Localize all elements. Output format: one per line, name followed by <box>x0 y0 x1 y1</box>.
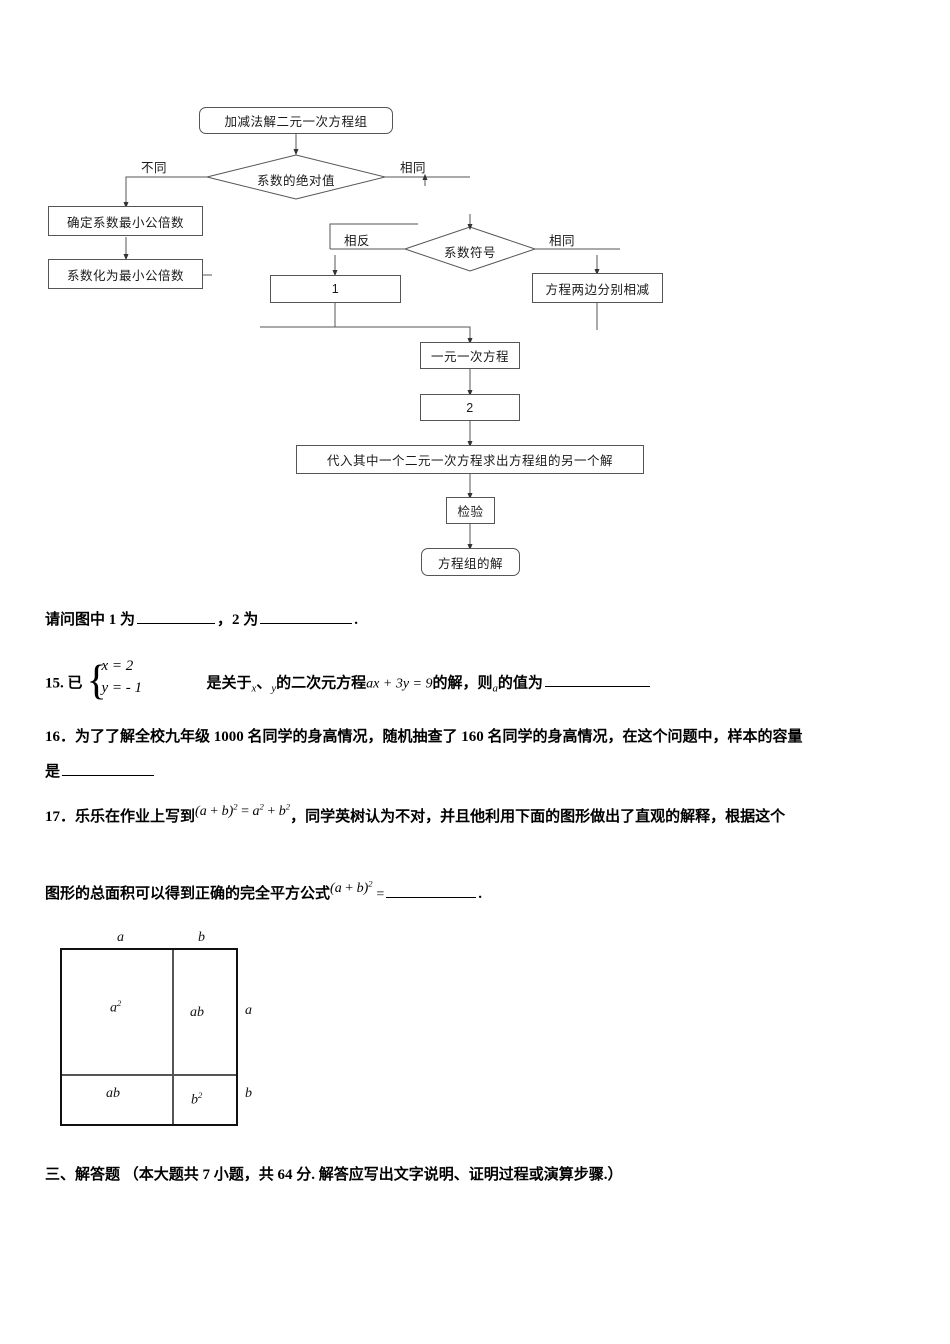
q17-line-1-pre: 乐乐在作业上写到 <box>75 809 196 825</box>
question-16-answer-line: 是 <box>45 760 156 781</box>
prompt-blank-1[interactable] <box>137 608 216 624</box>
q15-sys-row-1: x = 2 <box>101 658 134 674</box>
flowchart-box-blank-2: 2 <box>420 394 520 421</box>
figure-vertical-divider <box>172 950 174 1124</box>
figure-cell-ab-bottom: ab <box>106 1086 120 1101</box>
figure-cell-a-squared: a2 <box>110 998 122 1016</box>
q16-number: 16． <box>45 729 76 745</box>
prompt-pre: 请问图中 1 为 <box>45 612 136 628</box>
figure-right-label-a: a <box>245 1003 252 1018</box>
flowchart-branch-label-same-1: 相同 <box>400 161 427 175</box>
q17-line-2-pre: 图形的总面积可以得到正确的完全平方公式 <box>45 886 331 902</box>
prompt-blank-2[interactable] <box>260 608 353 624</box>
q17-line-2-post: . <box>478 886 483 902</box>
q15-sys-row-2: y = - 1 <box>101 680 143 696</box>
q17-line-1-post: ，同学英树认为不对，并且他利用下面的图形做出了直观的解释，根据这个 <box>290 809 786 825</box>
q15-var-x: x <box>251 682 257 695</box>
q15-number: 15. <box>45 675 64 692</box>
flowchart-box-blank-1: 1 <box>270 275 401 303</box>
flowchart-box-subtract-both-sides: 方程两边分别相减 <box>532 273 663 303</box>
flowchart-branch-label-same-2: 相同 <box>549 234 576 248</box>
q15-var-y: y <box>271 682 277 695</box>
question-15: 15. 已{x = 2 y = - 1 是关于x、y的二次元方程ax + 3y = … <box>45 658 652 706</box>
q15-equation-system: {x = 2 y = - 1 <box>86 658 205 706</box>
flowchart-box-convert-lcm: 系数化为最小公倍数 <box>48 259 203 289</box>
q15-equation: ax + 3y = 9 <box>366 676 433 692</box>
figure-right-label-b: b <box>245 1086 252 1101</box>
flowchart-box-linear-equation: 一元一次方程 <box>420 342 520 369</box>
flowchart-branch-label-opposite: 相反 <box>344 234 371 248</box>
q17-formula-wrong: (a + b)2 = a2 + b2 <box>195 801 291 819</box>
figure-cell-ab-right: ab <box>190 1005 204 1020</box>
q15-var-a: a <box>492 682 498 695</box>
figure-top-label-b: b <box>198 930 205 945</box>
q15-sep: 、 <box>256 675 272 692</box>
q15-lead: 已 <box>67 675 83 692</box>
flowchart-decision-coefficient-sign: 系数符号 <box>443 246 496 260</box>
q15-text-4: 的值为 <box>497 675 543 692</box>
prompt-mid: ，2 为 <box>217 612 259 628</box>
q15-answer-blank[interactable] <box>544 671 650 688</box>
prompt-post: . <box>354 612 359 628</box>
q17-equals-sign: = <box>376 887 385 902</box>
q15-text-3: 的解，则 <box>432 675 493 692</box>
flowchart-box-substitute: 代入其中一个二元一次方程求出方程组的另一个解 <box>296 445 644 474</box>
flowchart-box-solution: 方程组的解 <box>421 548 520 576</box>
section-heading: 三、解答题 （本大题共 7 小题，共 64 分. 解答应写出文字说明、证明过程或… <box>45 1167 623 1183</box>
q17-number: 17． <box>45 809 76 825</box>
flowchart-connectors <box>123 134 620 551</box>
question-17-line-1: 17．乐乐在作业上写到(a + b)2 = a2 + b2，同学英树认为不对，并… <box>45 801 786 826</box>
flowchart-box-determine-lcm: 确定系数最小公倍数 <box>48 206 203 236</box>
q15-text-1: 是关于 <box>206 675 252 692</box>
square-area-figure: a2 ab ab b2 <box>60 948 238 1126</box>
q15-text-2: 的二次元方程 <box>276 675 367 692</box>
figure-top-label-a: a <box>117 930 124 945</box>
system-brace: { <box>86 658 107 704</box>
flowchart-box-check: 检验 <box>446 497 495 524</box>
figure-horizontal-divider <box>62 1074 236 1076</box>
q16-line-1: 为了了解全校九年级 1000 名同学的身高情况，随机抽查了 160 名同学的身高… <box>75 729 803 745</box>
flowchart-title-box: 加减法解二元一次方程组 <box>199 107 393 134</box>
prompt-line: 请问图中 1 为 ，2 为. <box>45 608 358 629</box>
question-17-line-2: 图形的总面积可以得到正确的完全平方公式(a + b)2 =. <box>45 878 483 903</box>
q17-answer-blank[interactable] <box>386 882 477 898</box>
figure-cell-b-squared: b2 <box>191 1090 203 1108</box>
flowchart-decision-abs-value: 系数的绝对值 <box>256 174 335 188</box>
question-16: 16．为了了解全校九年级 1000 名同学的身高情况，随机抽查了 160 名同学… <box>45 722 915 752</box>
q16-answer-blank[interactable] <box>62 760 155 776</box>
flowchart-diagram: 加减法解二元一次方程组 系数的绝对值 不同 相同 确定系数最小公倍数 系数化为最… <box>0 0 950 600</box>
q16-line-2-pre: 是 <box>45 764 61 780</box>
flowchart-branch-label-different: 不同 <box>141 161 168 175</box>
q17-formula-right: (a + b)2 <box>330 878 373 896</box>
